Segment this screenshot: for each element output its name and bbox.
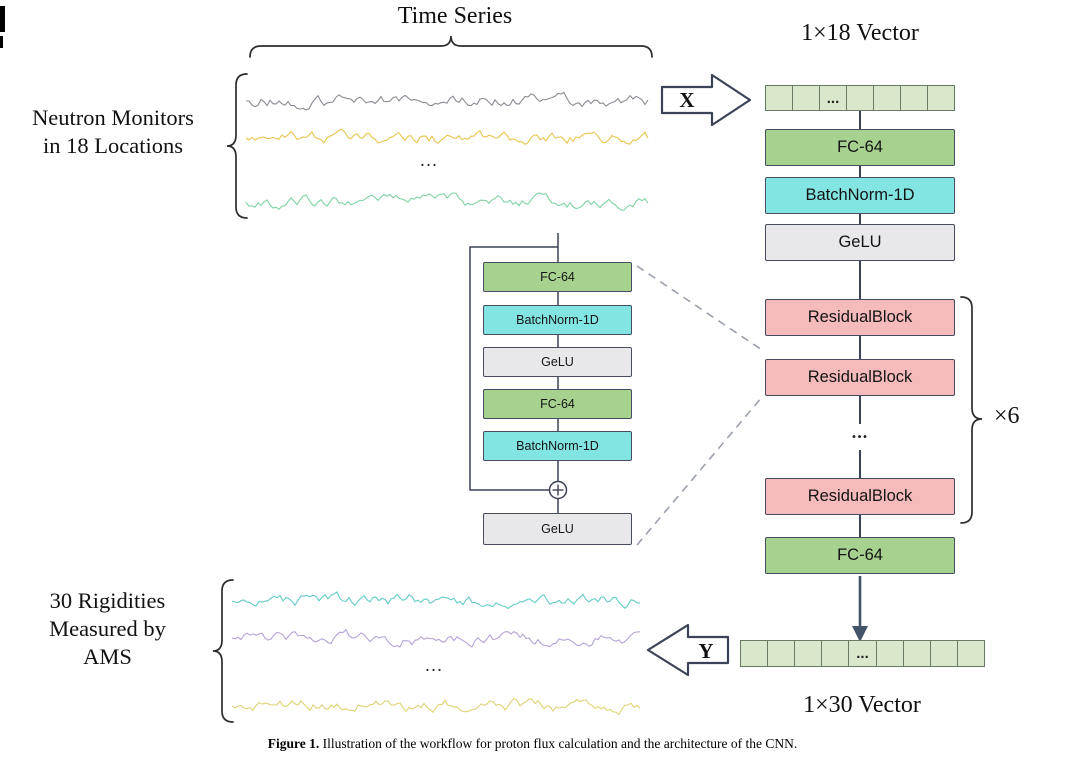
input-vector-title: 1×18 Vector: [801, 20, 919, 46]
series-line-gray: [246, 91, 649, 111]
vector-cell: [847, 86, 874, 110]
source-label-line2: in 18 Locations: [43, 133, 183, 158]
series-line-green: [245, 192, 649, 211]
vector-cell: [903, 641, 931, 666]
time-series-title: Time Series: [397, 3, 513, 29]
detail-fc-2: FC-64: [483, 389, 632, 419]
skip-connection: [469, 246, 558, 491]
source-label-line1: Neutron Monitors: [32, 105, 194, 130]
detail-gelu-1: GeLU: [483, 347, 632, 377]
vector-cell: [930, 641, 958, 666]
output-vector: ...: [740, 640, 985, 667]
input-arrow-label: X: [679, 87, 695, 112]
vector-cell: [766, 86, 793, 110]
expansion-dashed-lines: [636, 265, 763, 546]
top-series-ellipsis: …: [419, 150, 441, 170]
series-line-yellow2: [231, 697, 641, 716]
detail-batchnorm-2: BatchNorm-1D: [483, 431, 632, 461]
target-label-line2: Measured by: [49, 616, 166, 641]
scan-artifact: [0, 36, 3, 48]
detail-gelu-output: GeLU: [483, 513, 632, 545]
figure-caption: Figure 1. Illustration of the workflow f…: [0, 736, 1065, 752]
series-line-purple: [231, 628, 641, 648]
vector-cell: [795, 641, 823, 666]
output-arrow-label: Y: [698, 638, 714, 663]
target-label-line1: 30 Rigidities: [49, 588, 166, 613]
block-batchnorm: BatchNorm-1D: [765, 177, 955, 214]
series-line-yellow: [245, 128, 649, 145]
figure-caption-body: Illustration of the workflow for proton …: [319, 736, 798, 751]
series-line-teal: [231, 591, 641, 610]
vector-cell: [793, 86, 820, 110]
vector-cell: [957, 641, 984, 666]
block-residual-1: ResidualBlock: [765, 299, 955, 336]
vector-cell: [822, 641, 850, 666]
sum-node-icon: [548, 480, 568, 500]
vector-cell: [901, 86, 928, 110]
scan-artifact: [0, 6, 5, 32]
block-residual-2: ResidualBlock: [765, 359, 955, 396]
detail-fc-1: FC-64: [483, 262, 632, 292]
top-brace: [249, 35, 653, 58]
block-fc-output: FC-64: [765, 537, 955, 574]
bottom-series-ellipsis: …: [424, 655, 446, 675]
down-arrowhead-icon: [852, 626, 868, 642]
block-residual-3: ResidualBlock: [765, 478, 955, 515]
vector-cell-ellipsis: ...: [849, 641, 877, 666]
rigidities-brace: [212, 579, 234, 723]
repeat-brace: [960, 296, 983, 524]
detail-batchnorm-1: BatchNorm-1D: [483, 305, 632, 335]
neutron-brace: [226, 73, 248, 219]
vector-cell: [874, 86, 901, 110]
output-vector-title: 1×30 Vector: [803, 692, 921, 718]
repeat-label: ×6: [994, 403, 1020, 429]
target-label-line3: AMS: [83, 644, 132, 669]
residual-stack-ellipsis: ...: [851, 422, 869, 442]
block-fc-input: FC-64: [765, 129, 955, 166]
vector-cell-ellipsis: ...: [820, 86, 847, 110]
input-vector: ...: [765, 85, 955, 111]
block-gelu: GeLU: [765, 224, 955, 261]
output-arrow: [646, 623, 730, 677]
input-arrow: [660, 73, 752, 127]
vector-cell: [876, 641, 904, 666]
vector-cell: [768, 641, 796, 666]
vector-cell: [928, 86, 954, 110]
figure-caption-prefix: Figure 1.: [267, 736, 320, 751]
vector-cell: [741, 641, 769, 666]
